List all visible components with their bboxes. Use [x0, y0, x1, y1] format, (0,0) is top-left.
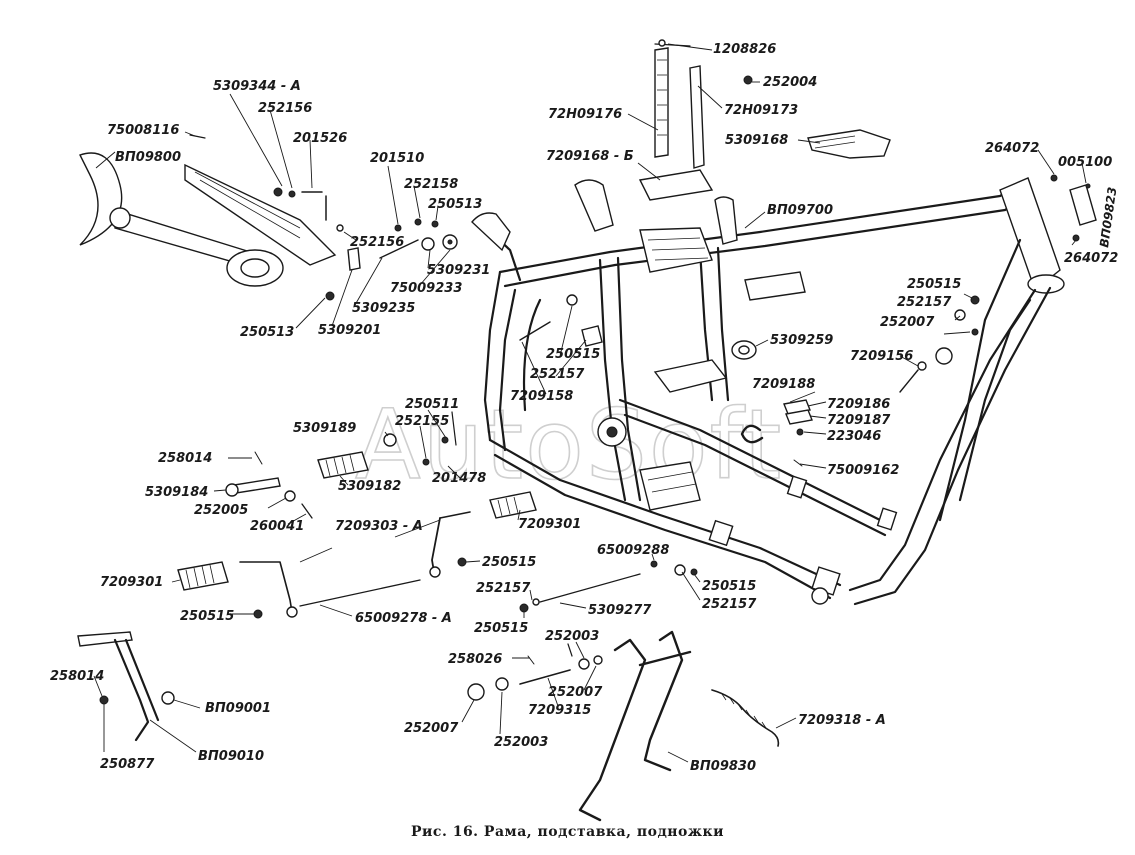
part-label: 252005: [194, 503, 248, 518]
part-label: 7209186: [827, 397, 890, 412]
part-label: 223046: [827, 429, 881, 444]
part-number-labels: 1208826 252004 72Н09173 72Н09176 5309168…: [50, 42, 1119, 774]
footrest-assembly: [177, 411, 537, 619]
part-label: 250515: [907, 277, 961, 292]
part-label: 252003: [545, 629, 599, 644]
part-label: 264072: [985, 141, 1039, 156]
part-label: 252004: [763, 75, 817, 90]
part-label: 5309235: [352, 301, 415, 316]
part-label: 252157: [702, 597, 757, 612]
part-label: 250877: [100, 757, 155, 772]
part-label: 7209315: [528, 703, 591, 718]
part-label: ВП09823: [1097, 186, 1119, 248]
part-label: 252007: [880, 315, 935, 330]
upper-bracket-parts: [638, 39, 891, 201]
part-label: 252157: [897, 295, 952, 310]
part-label: 252157: [476, 581, 531, 596]
part-label: ВП09700: [767, 203, 833, 218]
stand-assembly: [77, 560, 780, 822]
part-label: ВП09830: [690, 759, 756, 774]
part-label: 1208826: [713, 42, 776, 57]
part-label: 7209168 - Б: [546, 149, 634, 164]
part-label: 252007: [548, 685, 603, 700]
part-label: 5309182: [338, 479, 401, 494]
part-label: 7209188: [752, 377, 815, 392]
part-label: 252003: [494, 735, 548, 750]
part-label: 258014: [158, 451, 212, 466]
part-label: 258026: [448, 652, 502, 667]
part-label: 72Н09173: [724, 103, 798, 118]
part-label: 250515: [546, 347, 600, 362]
part-label: 264072: [1064, 251, 1118, 266]
part-label: 5309184: [145, 485, 208, 500]
part-label: 72Н09176: [548, 107, 622, 122]
leader-lines: [93, 43, 1087, 763]
swingarm-assembly: [79, 134, 361, 301]
part-label: 005100: [1058, 155, 1112, 170]
part-label: 5309277: [588, 603, 652, 618]
part-label: 252007: [404, 721, 459, 736]
figure-caption: Рис. 16. Рама, подставка, подножки: [411, 824, 724, 840]
part-label: 75009162: [827, 463, 899, 478]
part-label: 250515: [474, 621, 528, 636]
part-label: 250515: [482, 555, 536, 570]
part-label: 250511: [405, 397, 459, 412]
main-frame: [471, 177, 1065, 606]
part-label: 258014: [50, 669, 104, 684]
part-label: 5309168: [725, 133, 788, 148]
part-label: 7209187: [827, 413, 891, 428]
shock-mount-hardware: [379, 218, 757, 360]
part-label: 252156: [258, 101, 312, 116]
part-label: 250515: [180, 609, 234, 624]
part-label: 252156: [350, 235, 404, 250]
part-label: 252158: [404, 177, 458, 192]
headstock-small-parts: [740, 174, 1097, 467]
part-label: ВП09010: [198, 749, 264, 764]
part-label: 201510: [370, 151, 424, 166]
part-label: 5309259: [770, 333, 833, 348]
part-label: 252157: [530, 367, 585, 382]
part-label: 7209318 - А: [798, 713, 886, 728]
part-label: 7209301: [518, 517, 581, 532]
part-label: 252155: [395, 414, 449, 429]
part-label: 5309231: [427, 263, 490, 278]
part-label: 250513: [428, 197, 482, 212]
part-label: 65009278 - А: [355, 611, 452, 626]
part-label: 260041: [250, 519, 304, 534]
part-label: ВП09001: [205, 701, 271, 716]
part-label: 201478: [432, 471, 486, 486]
part-label: ВП09800: [115, 150, 181, 165]
part-label: 250513: [240, 325, 294, 340]
part-label: 5309344 - А: [213, 79, 301, 94]
part-label: 7209158: [510, 389, 573, 404]
part-label: 250515: [702, 579, 756, 594]
part-label: 65009288: [597, 543, 669, 558]
part-label: 5309201: [318, 323, 381, 338]
part-label: 7209301: [100, 575, 163, 590]
part-label: 201526: [293, 131, 347, 146]
part-label: 7209156: [850, 349, 913, 364]
part-label: 75009233: [390, 281, 462, 296]
part-label: 5309189: [293, 421, 356, 436]
part-label: 7209303 - А: [335, 519, 423, 534]
part-label: 75008116: [107, 123, 179, 138]
